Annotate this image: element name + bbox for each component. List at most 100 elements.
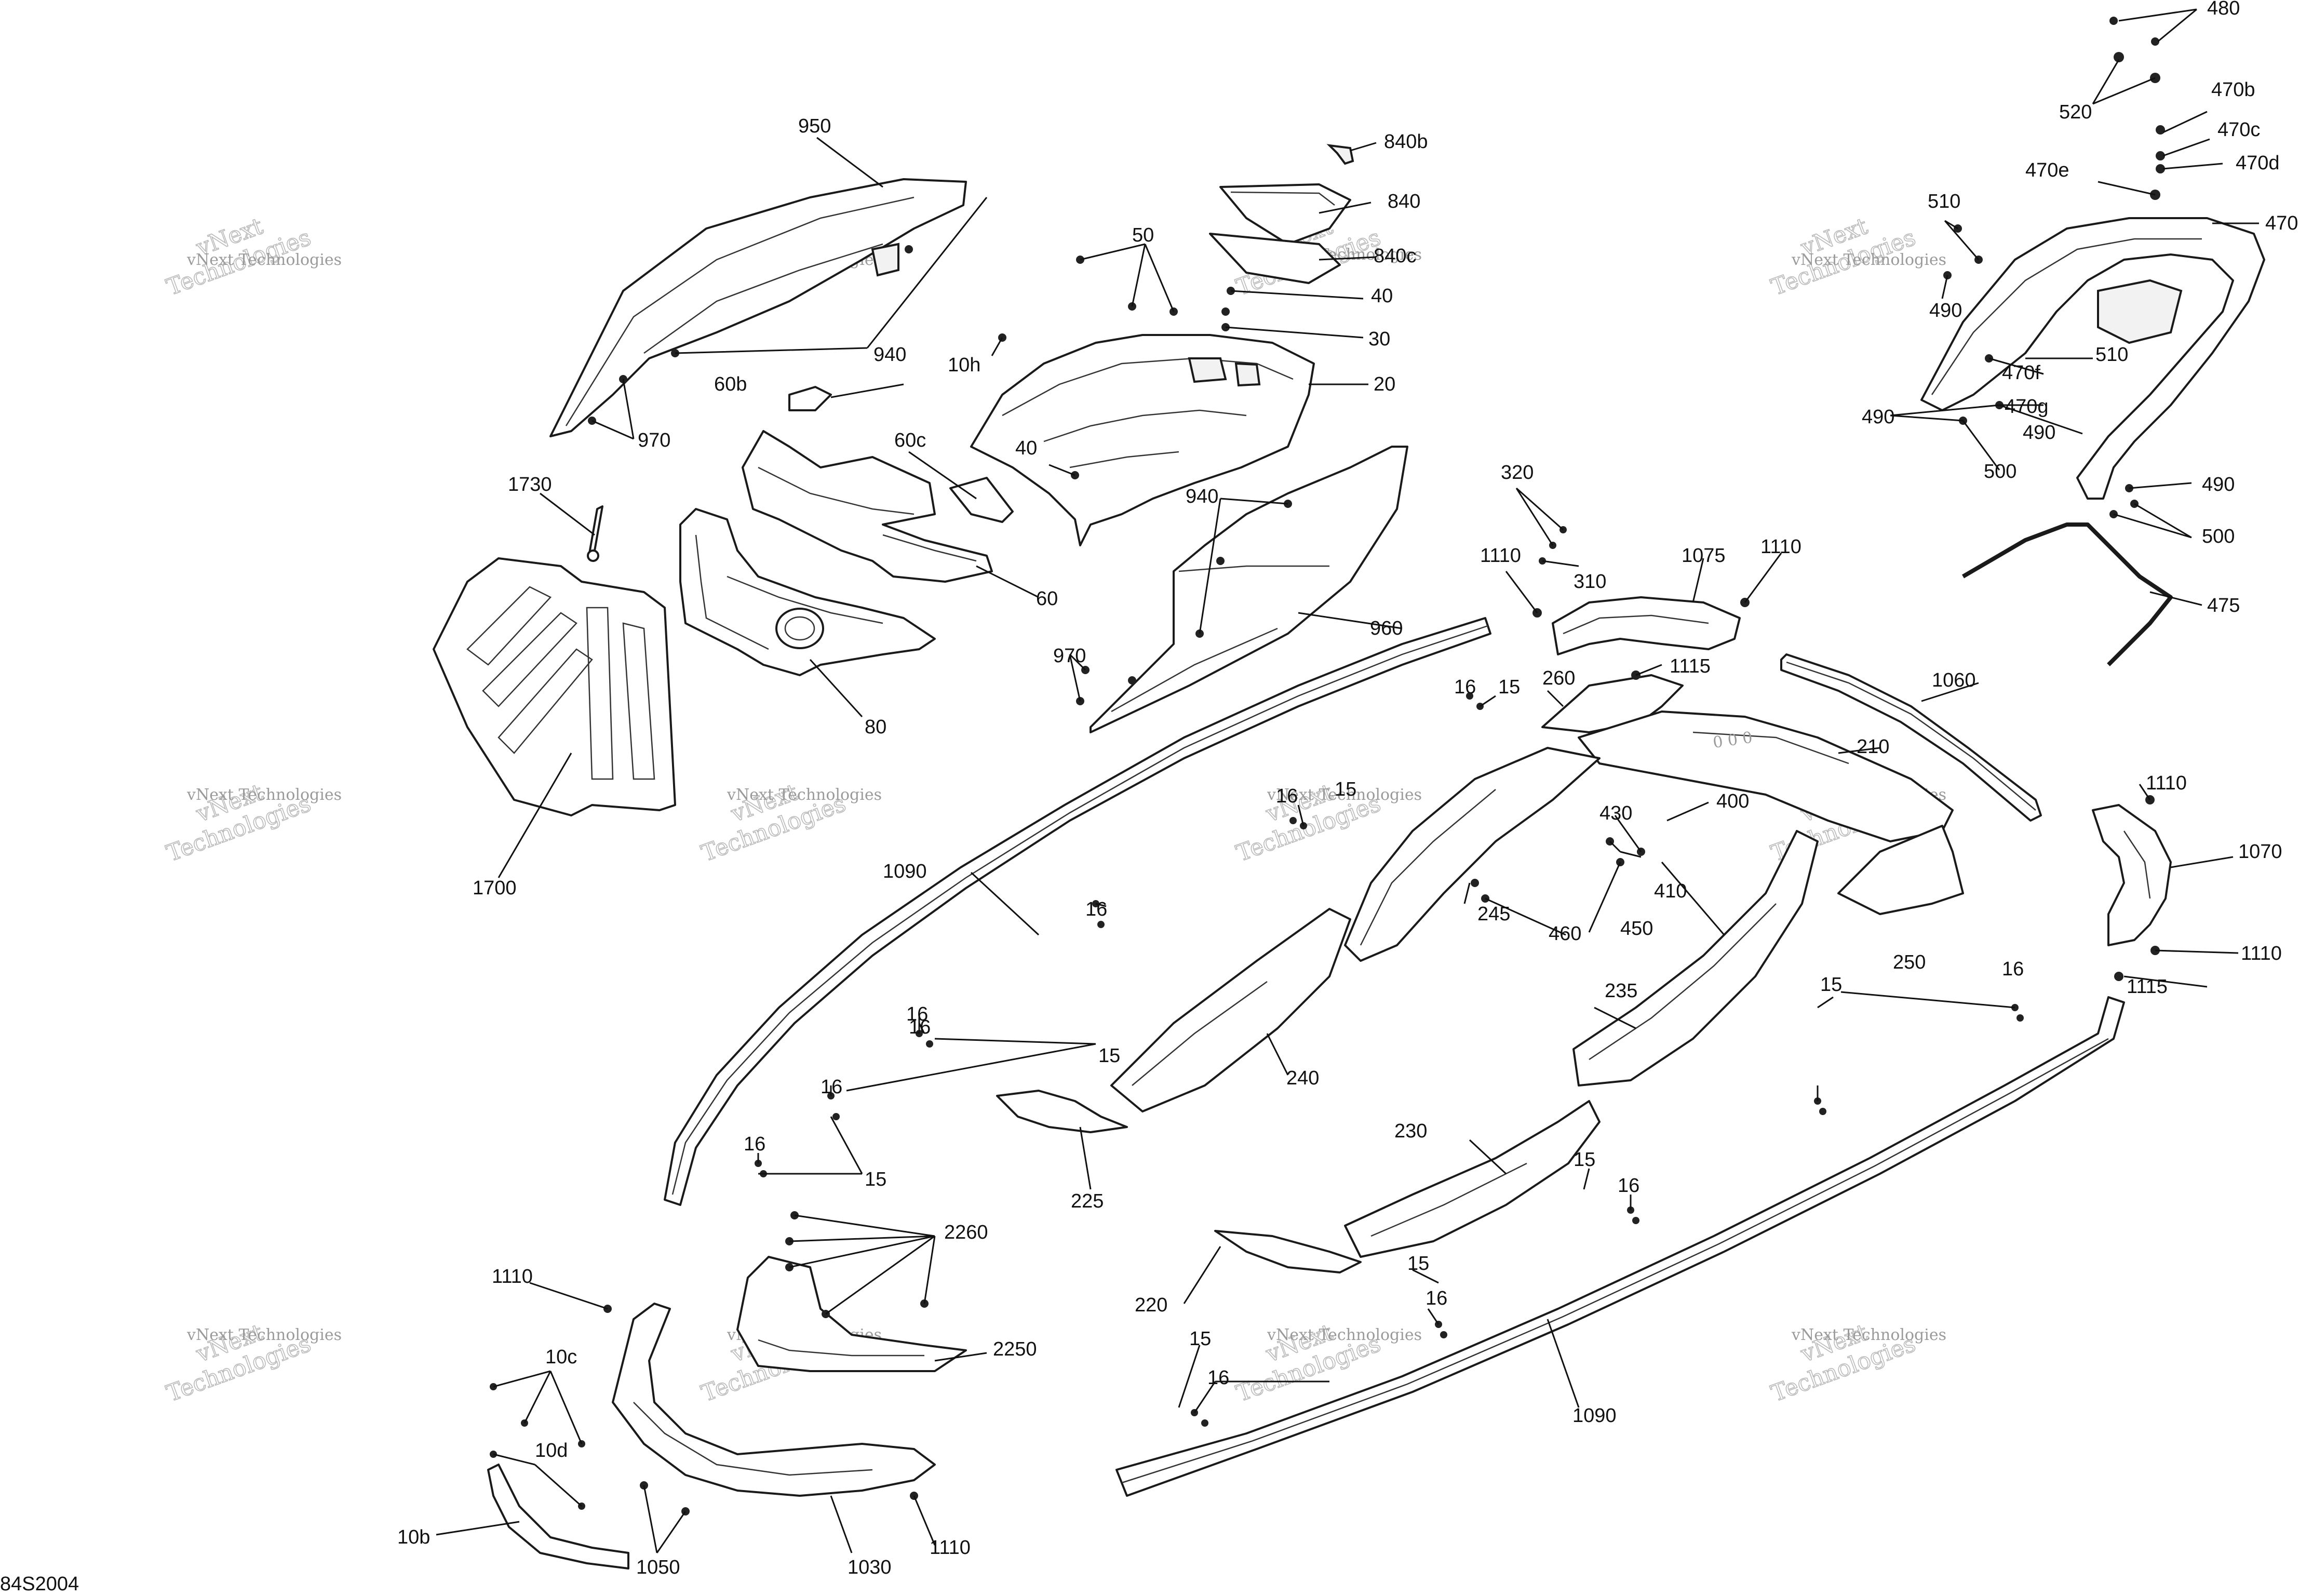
part-20-housing	[970, 334, 1315, 546]
callout-490-right: 490	[2202, 474, 2235, 495]
callout-500-left: 500	[1984, 461, 2016, 482]
watermark: vNext Technologies	[163, 779, 315, 867]
callout-16-f: 16	[909, 1016, 931, 1038]
callout-50: 50	[1132, 224, 1154, 246]
callout-260: 260	[1542, 667, 1575, 689]
part-470-grab-handle	[1920, 217, 2265, 500]
callout-60c: 60c	[894, 430, 926, 451]
watermark-small: vNext Technologies	[1267, 786, 1422, 804]
part-10b-strip	[487, 1464, 629, 1570]
callout-450: 450	[1620, 918, 1653, 940]
part-225-mat	[996, 1090, 1128, 1133]
callout-960: 960	[1370, 618, 1403, 639]
callout-15-h: 15	[1189, 1328, 1211, 1350]
callout-950: 950	[798, 115, 831, 137]
callout-970-lower: 970	[1053, 645, 1086, 667]
callout-1070: 1070	[2238, 841, 2282, 863]
callout-470g: 470g	[2005, 396, 2049, 418]
part-2250-bow-cover	[736, 1256, 967, 1372]
callout-16-d: 16	[2002, 958, 2024, 980]
part-250-mat	[1837, 825, 1964, 915]
callout-490-upper: 490	[1929, 300, 1962, 321]
callout-15-b: 15	[1335, 779, 1356, 800]
callout-1110-e: 1110	[492, 1266, 533, 1287]
watermark: vNext Technologies	[163, 212, 315, 301]
callout-320: 320	[1501, 462, 1534, 484]
callout-1110-a: 1110	[1480, 545, 1521, 567]
callout-10c: 10c	[545, 1346, 577, 1368]
callout-1700: 1700	[473, 877, 517, 899]
callout-15-e: 15	[865, 1169, 886, 1190]
callout-470d: 470d	[2236, 152, 2280, 174]
callout-1030: 1030	[848, 1557, 892, 1578]
watermark-small: vNext Technologies	[1791, 1326, 1946, 1344]
callout-310: 310	[1574, 571, 1606, 593]
callout-1730: 1730	[508, 474, 552, 495]
part-220-mat	[1214, 1230, 1362, 1273]
part-60-glovebox-cover	[742, 430, 993, 583]
part-840-cover	[1219, 183, 1351, 245]
callout-1110-b: 1110	[1760, 536, 1801, 558]
callout-15-g: 15	[1407, 1253, 1429, 1275]
callout-20: 20	[1374, 373, 1395, 395]
part-1060-rub-rail-rear	[1780, 653, 2042, 822]
callout-940-lower: 940	[1186, 486, 1218, 507]
watermark: vNext Technologies	[697, 779, 850, 867]
callout-16-a: 16	[1454, 676, 1476, 698]
watermark-small: vNext Technologies	[186, 251, 342, 269]
callout-220: 220	[1135, 1294, 1167, 1316]
watermark-small: vNext Technologies	[1791, 251, 1946, 269]
callout-230: 230	[1394, 1120, 1427, 1142]
part-1075-corner-bumper	[1552, 596, 1741, 655]
callout-470: 470	[2265, 212, 2298, 234]
callout-30: 30	[1368, 328, 1390, 350]
callout-16-b: 16	[1276, 785, 1298, 807]
callout-15-a: 15	[1498, 676, 1520, 698]
callout-15-f: 15	[1574, 1149, 1595, 1171]
part-840c-cover	[1209, 233, 1341, 284]
callout-210: 210	[1857, 736, 1889, 758]
callout-400: 400	[1716, 790, 1749, 812]
callout-490-left: 490	[1862, 406, 1894, 428]
callout-2250: 2250	[993, 1338, 1037, 1360]
callout-840: 840	[1388, 191, 1420, 212]
callout-470f: 470f	[2002, 362, 2040, 384]
leader-lines	[436, 8, 2259, 1553]
callout-16-c: 16	[1085, 898, 1107, 920]
watermark: vNext Technologies	[1232, 779, 1384, 867]
callout-1050: 1050	[636, 1557, 680, 1578]
callout-840b: 840b	[1384, 131, 1428, 153]
callout-60b: 60b	[714, 373, 747, 395]
part-210-deck-mat: 0 0 0	[1578, 710, 1954, 842]
callout-410: 410	[1654, 880, 1687, 902]
callout-1060: 1060	[1932, 669, 1976, 691]
part-240-mat	[1110, 908, 1351, 1112]
callout-1090-upper: 1090	[883, 861, 927, 882]
callout-245: 245	[1477, 903, 1510, 925]
callout-16-h: 16	[1618, 1175, 1639, 1197]
callout-1110-f: 1110	[930, 1537, 971, 1559]
callout-10d: 10d	[535, 1440, 568, 1461]
callout-16-j: 16	[1426, 1287, 1447, 1309]
callout-16-g: 16	[821, 1076, 842, 1098]
callout-520: 520	[2059, 101, 2092, 123]
watermark-small: vNext Technologies	[1267, 1326, 1422, 1344]
callout-500-right: 500	[2202, 526, 2235, 547]
part-80-glovebox	[679, 508, 936, 676]
figure-code: 84S2004	[0, 1573, 79, 1595]
part-230-mat	[1344, 1100, 1601, 1258]
callout-1115-b: 1115	[2127, 976, 2168, 998]
callout-480: 480	[2207, 0, 2240, 19]
callout-475: 475	[2207, 595, 2240, 616]
callout-40-upper: 40	[1371, 285, 1393, 307]
watermark: vNext Technologies	[1767, 1319, 1919, 1407]
watermark-small: vNext Technologies	[186, 786, 342, 804]
callout-1090-lower: 1090	[1572, 1405, 1617, 1427]
callout-40-lower: 40	[1015, 437, 1037, 459]
callout-460: 460	[1549, 923, 1581, 945]
callout-250: 250	[1893, 951, 1926, 973]
callout-15-c: 15	[1820, 974, 1842, 996]
callout-10h: 10h	[948, 354, 980, 376]
